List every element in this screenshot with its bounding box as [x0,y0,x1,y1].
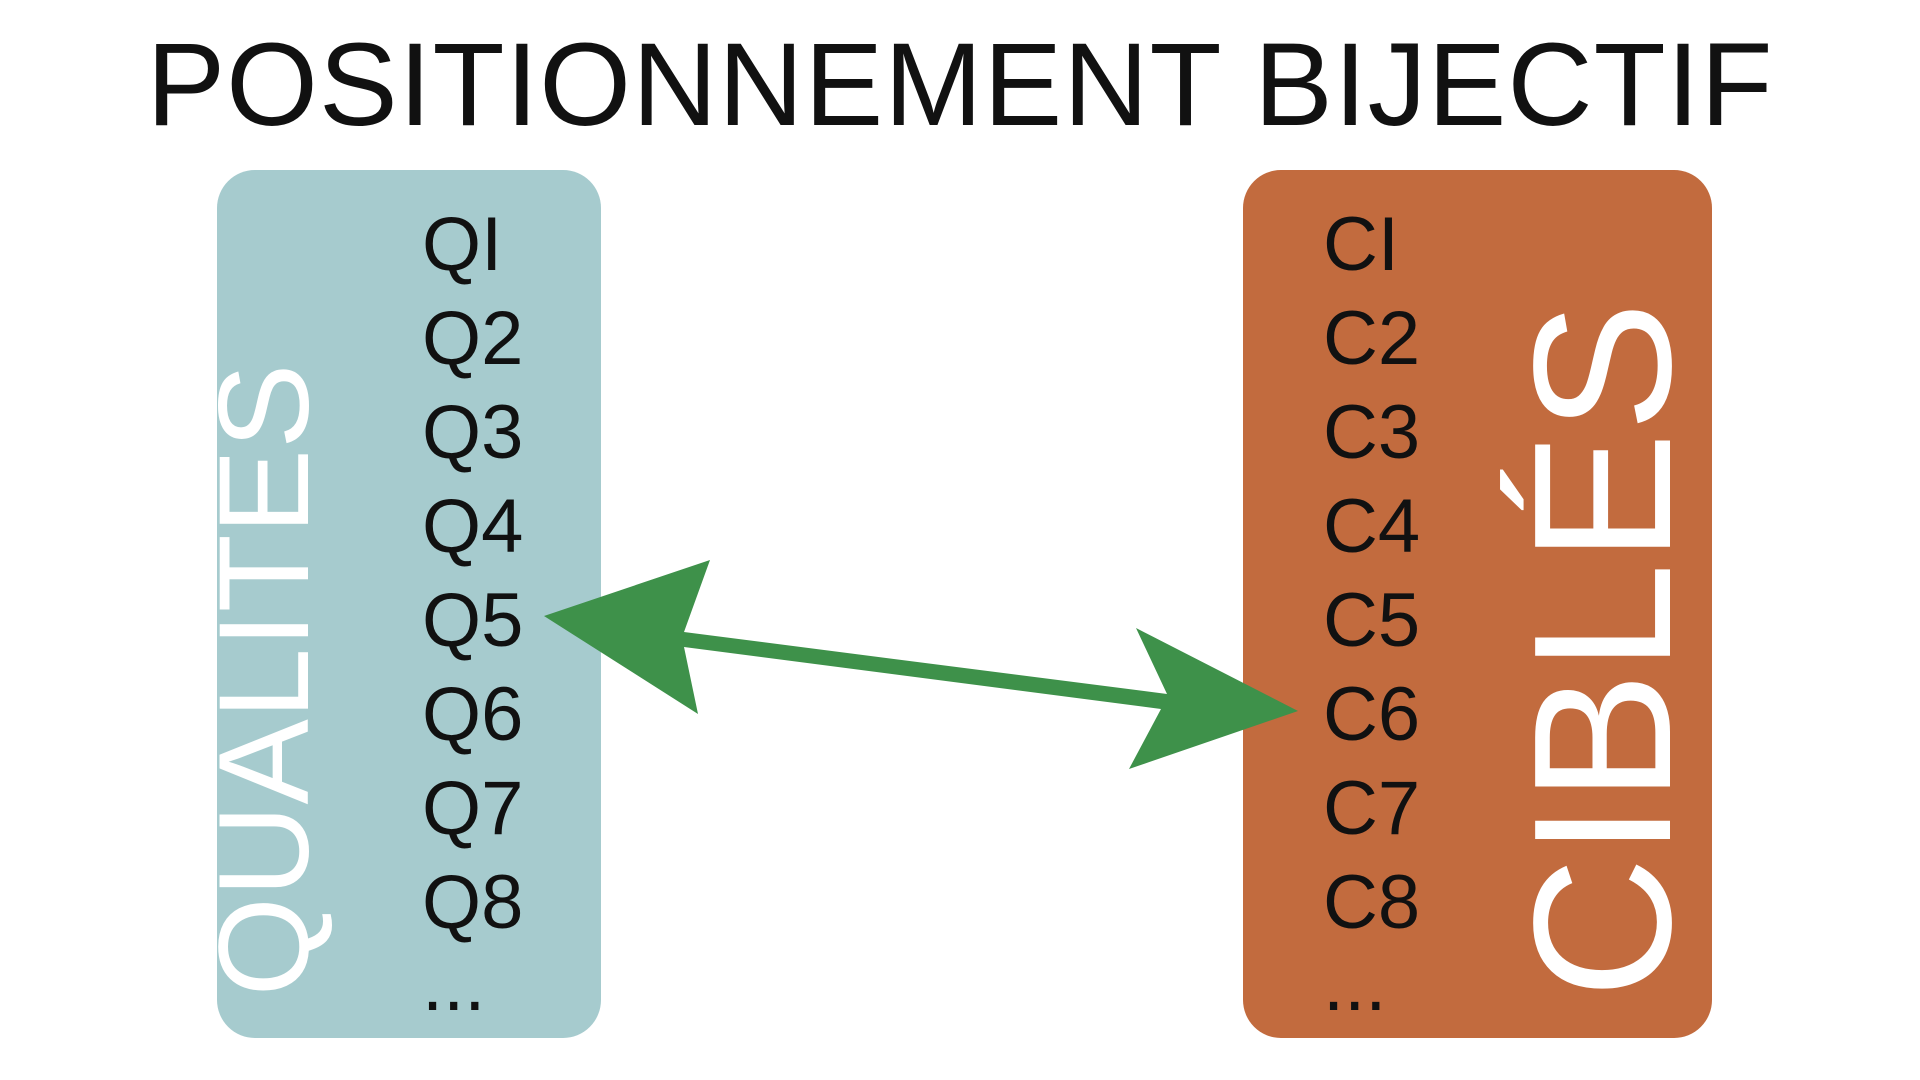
qualites-label-text: QUALITÉS [193,363,336,997]
qualite-item-8: Q8 [422,860,524,945]
page-title: POSITIONNEMENT BIJECTIF [146,19,1774,151]
qualite-item-5: Q5 [422,578,524,663]
double-headed-arrow [544,560,1298,769]
cible-item-3: C3 [1323,390,1421,475]
qualite-item-3: Q3 [422,390,524,475]
qualites-panel: QUALITÉS QI Q2 Q3 Q4 Q5 Q6 Q7 Q8 ... [193,170,601,1038]
cible-item-5: C5 [1323,578,1421,663]
cible-item-ellipsis: ... [1323,942,1387,1027]
cible-item-8: C8 [1323,860,1421,945]
qualite-item-6: Q6 [422,672,524,757]
qualite-item-1: QI [422,202,503,287]
cibles-panel: CI C2 C3 C4 C5 C6 C7 C8 ... CIBLÉS [1243,170,1712,1038]
cible-item-7: C7 [1323,766,1421,851]
qualite-item-2: Q2 [422,296,524,381]
cible-item-4: C4 [1323,484,1421,569]
cible-item-2: C2 [1323,296,1421,381]
cible-item-6: C6 [1323,672,1421,757]
cibles-label-text: CIBLÉS [1493,301,1712,999]
cibles-list: CI C2 C3 C4 C5 C6 C7 C8 ... [1323,198,1420,1044]
qualite-item-ellipsis: ... [422,942,486,1027]
qualite-item-7: Q7 [422,766,524,851]
cible-item-1: CI [1323,202,1399,287]
qualite-item-4: Q4 [422,484,524,569]
qualites-list: QI Q2 Q3 Q4 Q5 Q6 Q7 Q8 ... [422,198,523,1044]
